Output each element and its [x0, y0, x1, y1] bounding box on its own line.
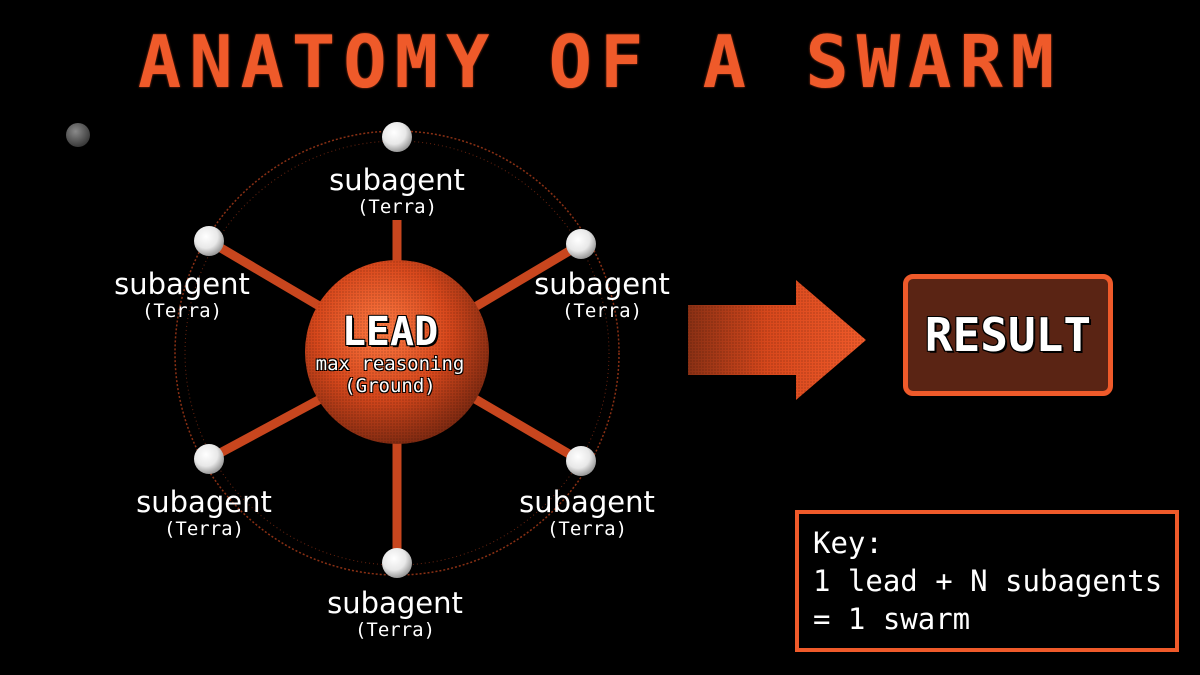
subagent-node-upper-right [566, 229, 596, 259]
subagent-node-bottom [382, 548, 412, 578]
arrow-texture [688, 280, 866, 400]
subagent-title: subagent [136, 485, 272, 519]
key-line-formula: 1 lead + N subagents [813, 564, 1163, 598]
subagent-label-upper-right: subagent (Terra) [512, 270, 692, 321]
subagent-model: (Terra) [354, 619, 436, 641]
lead-title: LEAD [341, 309, 439, 355]
subagent-model: (Terra) [546, 518, 628, 540]
result-label: RESULT [924, 308, 1092, 362]
subagent-title: subagent [114, 267, 250, 301]
lead-reasoning: max reasoning [315, 353, 465, 375]
subagent-title: subagent [534, 267, 670, 301]
subagent-node-upper-left [194, 226, 224, 256]
lead-sphere-texture [305, 260, 489, 444]
key-line-result: = 1 swarm [813, 602, 971, 636]
subagent-node-top [382, 122, 412, 152]
subagent-title: subagent [327, 586, 463, 620]
subagent-label-top: subagent (Terra) [307, 166, 487, 217]
subagent-title: subagent [519, 485, 655, 519]
moon-dot [66, 123, 90, 147]
subagent-label-upper-left: subagent (Terra) [92, 270, 272, 321]
subagent-model: (Terra) [561, 300, 643, 322]
result-box: RESULT [903, 274, 1113, 396]
key-heading: Key: [813, 526, 883, 560]
subagent-model: (Terra) [141, 300, 223, 322]
diagram-title: ANATOMY OF A SWARM [137, 20, 1063, 104]
subagent-label-lower-right: subagent (Terra) [497, 488, 677, 539]
subagent-title: subagent [329, 163, 465, 197]
lead-label: LEAD max reasoning (Ground) [290, 312, 490, 396]
subagent-node-lower-right [566, 446, 596, 476]
lead-model: (Ground) [344, 375, 436, 397]
spoke-upper-right [467, 240, 584, 314]
subagent-label-lower-left: subagent (Terra) [114, 488, 294, 539]
subagent-model: (Terra) [163, 518, 245, 540]
subagent-model: (Terra) [356, 196, 438, 218]
key-box: Key: 1 lead + N subagents = 1 swarm [795, 510, 1179, 652]
subagent-label-bottom: subagent (Terra) [305, 589, 485, 640]
subagent-node-lower-left [194, 444, 224, 474]
spoke-upper-left [206, 237, 329, 314]
spoke-lower-right [467, 392, 584, 465]
spoke-lower-left [206, 392, 329, 463]
